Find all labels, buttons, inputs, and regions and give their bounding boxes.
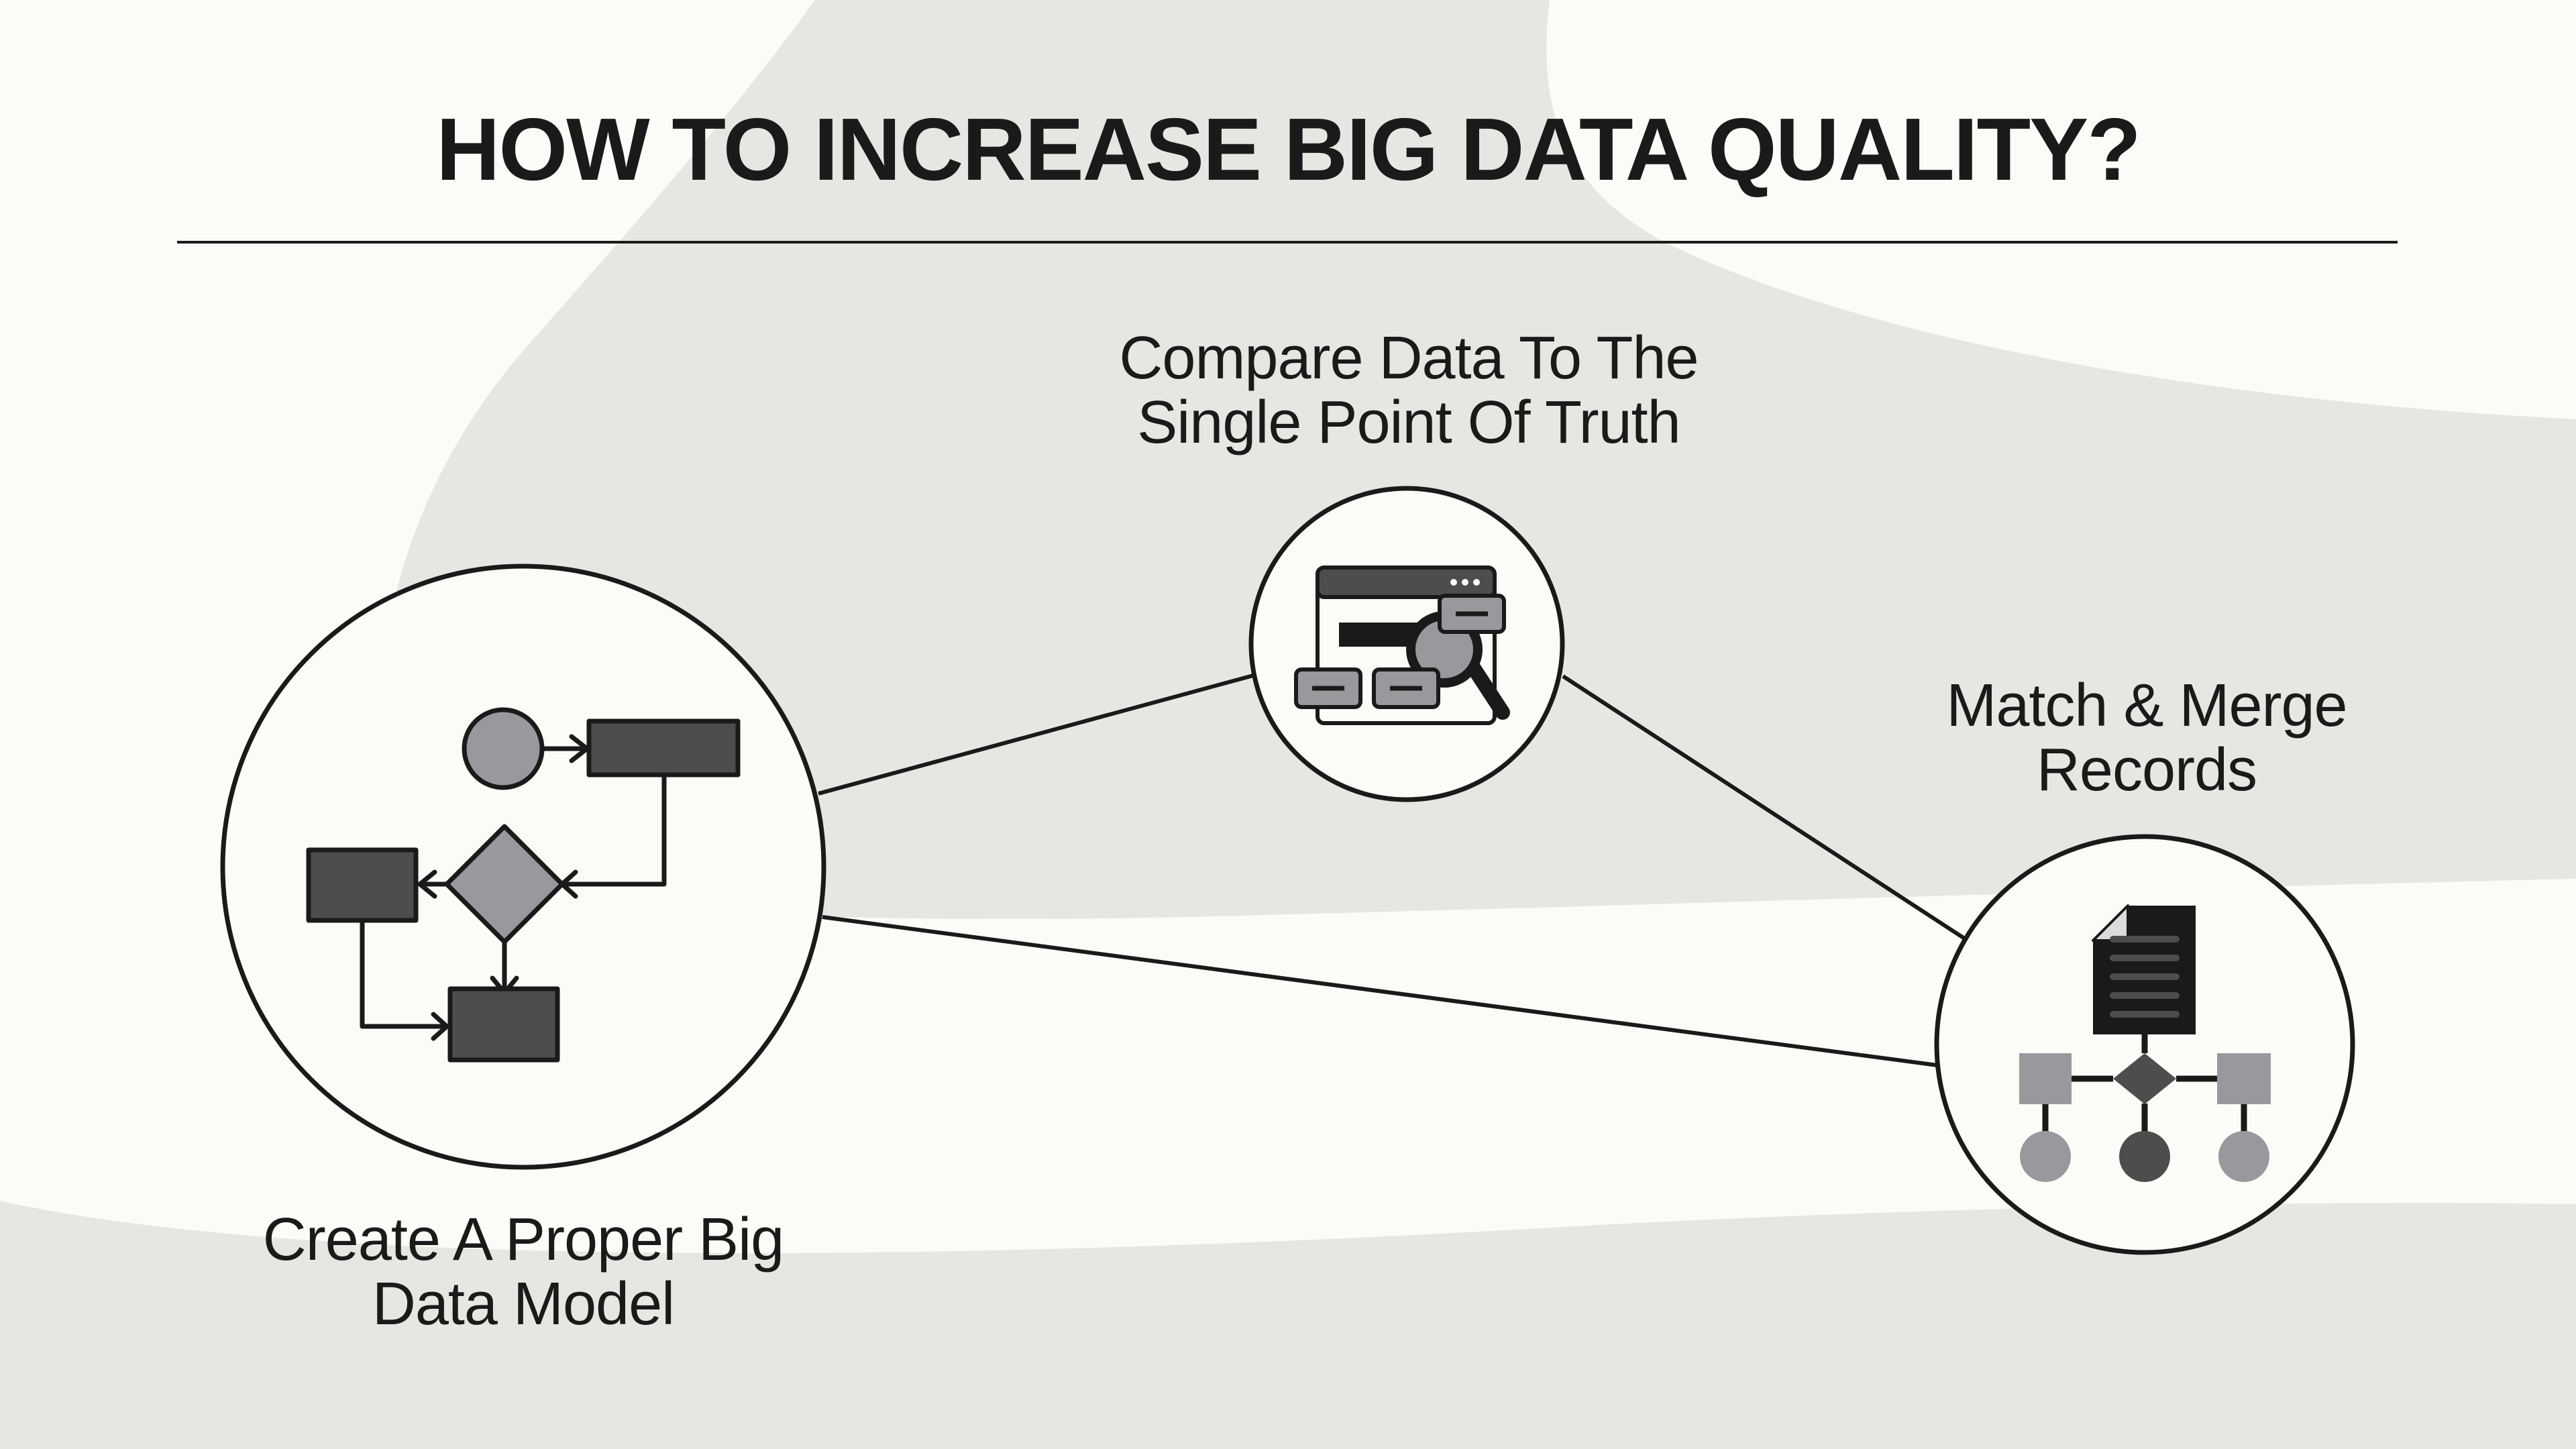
node-model-label: Create A Proper Big Data Model xyxy=(188,1208,859,1336)
connector-compare-match xyxy=(1562,674,1967,941)
document-merge-icon xyxy=(2019,904,2271,1182)
node-match-label-line2: Records xyxy=(2036,737,2257,804)
node-match-label-line1: Match & Merge xyxy=(1946,672,2347,739)
flowchart-icon xyxy=(306,707,741,1063)
connector-model-match xyxy=(822,915,1938,1067)
search-data-icon xyxy=(1294,566,1510,725)
background-blob xyxy=(379,0,2576,919)
background-bottom-band xyxy=(0,1201,2576,1449)
node-compare-label-line1: Compare Data To The xyxy=(1119,325,1699,392)
title-divider xyxy=(177,241,2398,244)
node-match-label: Match & Merge Records xyxy=(1825,674,2469,802)
page-title: HOW TO INCREASE BIG DATA QUALITY? xyxy=(436,100,2141,199)
node-compare-label: Compare Data To The Single Point Of Trut… xyxy=(1046,326,1771,455)
node-model-label-line1: Create A Proper Big xyxy=(262,1206,784,1273)
connector-model-compare xyxy=(818,674,1254,796)
node-compare-label-line2: Single Point Of Truth xyxy=(1137,389,1680,456)
node-model-label-line2: Data Model xyxy=(372,1271,675,1338)
